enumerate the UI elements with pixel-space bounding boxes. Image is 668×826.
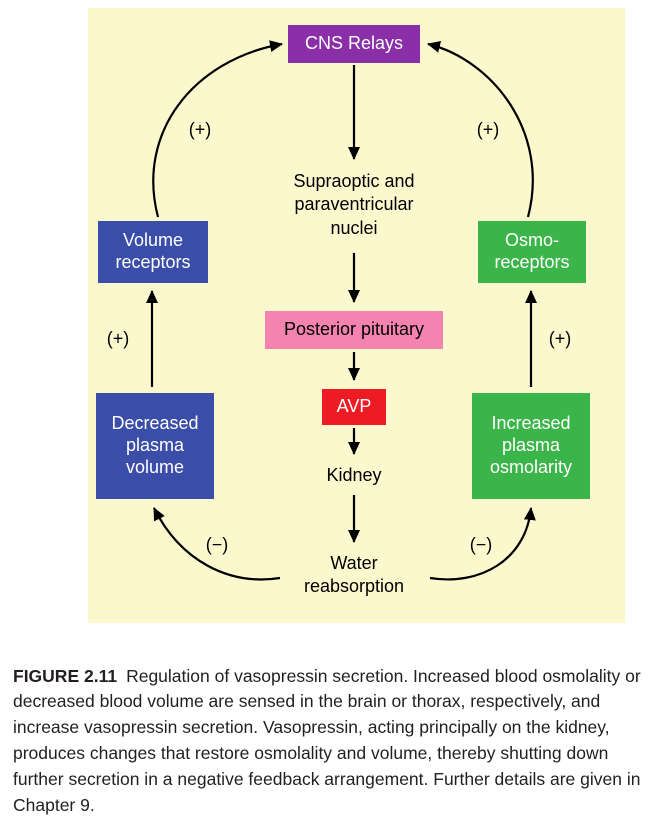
sign-plus-mid-left: (+) <box>106 328 130 349</box>
figure-caption-label: FIGURE 2.11 <box>13 665 118 686</box>
node-supraoptic-paraventricular-nuclei: Supraoptic and paraventricular nuclei <box>293 171 415 238</box>
node-osmoreceptors: Osmo- receptors <box>478 221 586 283</box>
node-water-reabsorption: Water reabsorption <box>303 553 405 597</box>
node-decreased-plasma-volume: Decreased plasma volume <box>96 393 214 499</box>
sign-plus-top-left: (+) <box>188 119 212 140</box>
node-posterior-pituitary: Posterior pituitary <box>265 311 443 349</box>
node-cns-relays: CNS Relays <box>288 25 420 63</box>
node-avp: AVP <box>322 389 386 425</box>
node-increased-plasma-osmolarity: Increased plasma osmolarity <box>472 393 590 499</box>
sign-plus-mid-right: (+) <box>548 328 572 349</box>
node-kidney: Kidney <box>326 465 382 485</box>
diagram-panel: CNS Relays Supraoptic and paraventricula… <box>88 8 625 623</box>
figure-caption-text: Regulation of vasopressin secretion. Inc… <box>13 665 641 815</box>
sign-plus-top-right: (+) <box>476 119 500 140</box>
node-volume-receptors: Volume receptors <box>98 221 208 283</box>
sign-minus-bottom-left: (−) <box>205 534 229 555</box>
sign-minus-bottom-right: (−) <box>469 534 493 555</box>
